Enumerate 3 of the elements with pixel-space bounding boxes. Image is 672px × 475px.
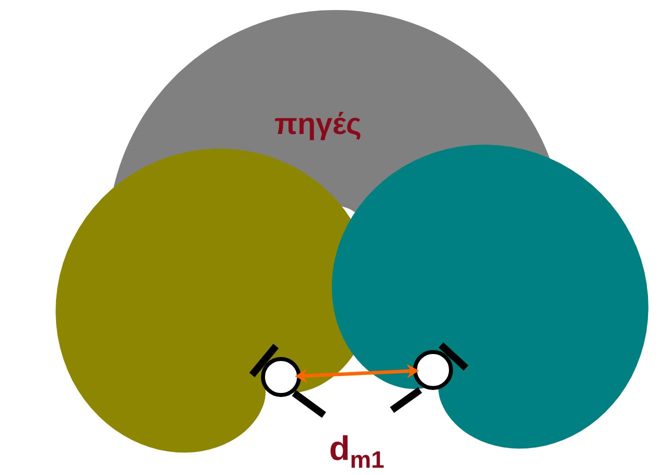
edge-label: d$_{m1}$ xyxy=(330,435,384,468)
microphone xyxy=(390,342,468,413)
microphone xyxy=(249,344,326,418)
